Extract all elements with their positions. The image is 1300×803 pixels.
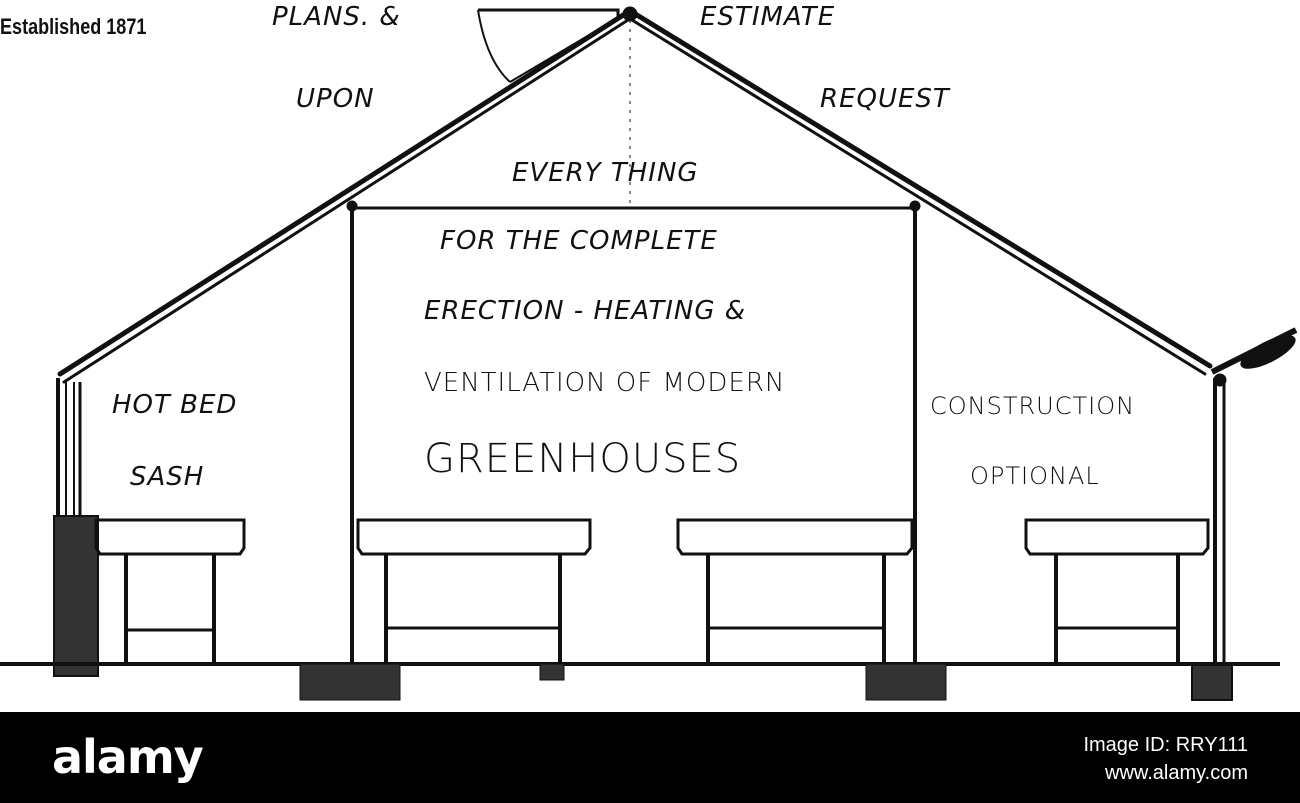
label-ventilation: VENTILATION OF MODERN bbox=[424, 368, 786, 398]
watermark-bar: alamy Image ID: RRY111 www.alamy.com bbox=[0, 712, 1300, 803]
label-erection: ERECTION - HEATING & bbox=[424, 296, 747, 326]
bench-3 bbox=[676, 518, 914, 662]
bench-2 bbox=[356, 518, 592, 662]
ground bbox=[0, 662, 1280, 701]
roof-vent bbox=[477, 8, 620, 83]
greenhouse-cross-section: Established 1871 PLANS. & ESTIMATE UPON … bbox=[0, 2, 1298, 701]
right-wall bbox=[1191, 378, 1233, 701]
bench-4 bbox=[1024, 518, 1210, 662]
label-estimate: ESTIMATE bbox=[700, 2, 836, 32]
label-for-complete: FOR THE COMPLETE bbox=[440, 226, 718, 256]
image-id: Image ID: RRY111 bbox=[1083, 734, 1248, 756]
bench-1 bbox=[94, 518, 246, 662]
label-hot-bed: HOT BED bbox=[112, 390, 238, 420]
label-plans: PLANS. & bbox=[272, 2, 401, 32]
label-request: REQUEST bbox=[820, 84, 950, 114]
label-everything: EVERY THING bbox=[512, 158, 699, 188]
label-construction: CONSTRUCTION bbox=[930, 392, 1136, 420]
watermark-url[interactable]: www.alamy.com bbox=[1105, 762, 1248, 784]
interior-frame bbox=[346, 20, 921, 665]
established-caption: Established 1871 bbox=[0, 14, 147, 39]
greenhouse-drawing bbox=[0, 6, 1298, 701]
left-wall bbox=[53, 378, 99, 677]
vent-pipe bbox=[1210, 327, 1298, 387]
label-optional: OPTIONAL bbox=[970, 462, 1100, 490]
alamy-logo[interactable]: alamy bbox=[52, 730, 204, 784]
roof bbox=[57, 6, 1213, 384]
label-upon: UPON bbox=[296, 84, 375, 114]
label-greenhouses: GREENHOUSES bbox=[424, 436, 742, 482]
label-sash: SASH bbox=[130, 462, 205, 492]
